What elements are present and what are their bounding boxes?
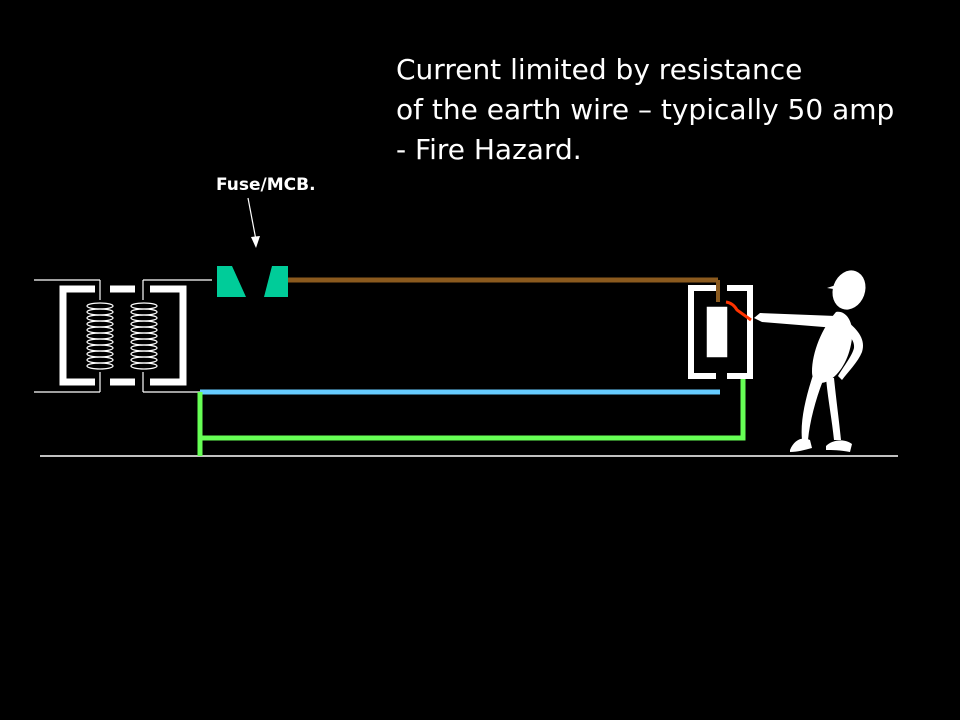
person-icon	[754, 270, 866, 452]
fuse-label: Fuse/MCB.	[216, 175, 316, 195]
caption-line-1: Current limited by resistance	[396, 53, 803, 86]
caption-line-3: - Fire Hazard.	[396, 133, 582, 166]
appliance-icon	[688, 285, 753, 379]
fuse-icon	[217, 266, 288, 297]
caption: Current limited by resistance of the ear…	[396, 50, 894, 170]
earth-wire-return	[200, 378, 746, 441]
fault-wire	[725, 300, 752, 322]
caption-line-2: of the earth wire – typically 50 amp	[396, 93, 895, 126]
fuse-pointer-arrow	[247, 197, 260, 248]
transformer-icon	[34, 279, 212, 393]
